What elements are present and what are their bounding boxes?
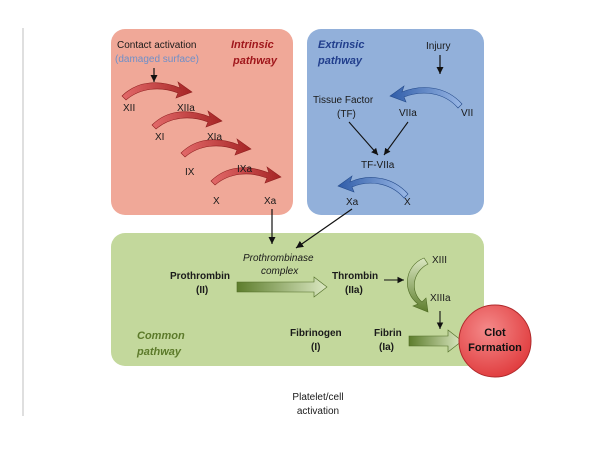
factor-xi: XI — [155, 132, 164, 143]
red-curved-arrow — [151, 110, 223, 130]
injury-label: Injury — [426, 41, 450, 52]
common-title-line2: pathway — [136, 346, 182, 358]
green-curved-arrow — [407, 257, 429, 313]
extrinsic-xa-to-complex-arrow — [295, 208, 353, 249]
tissue-factor-line1: Tissue Factor — [313, 95, 374, 106]
prothrombin-line2: (II) — [196, 285, 208, 296]
platelet-line2: activation — [297, 406, 339, 417]
clot-formation-circle — [458, 304, 532, 378]
extrinsic-panel — [307, 29, 484, 215]
red-curved-arrow — [210, 166, 282, 186]
tf-to-complex-arrow — [348, 121, 379, 156]
blue-curved-arrow — [389, 85, 463, 109]
prothrombin-line1: Prothrombin — [170, 271, 230, 282]
red-curved-arrow — [180, 138, 252, 158]
factor-vii: VII — [461, 108, 473, 119]
factor-xii: XII — [123, 103, 135, 114]
factor-viia: VIIa — [399, 108, 417, 119]
thrombin-line1: Thrombin — [332, 271, 378, 282]
fibrinogen-line1: Fibrinogen — [290, 328, 342, 339]
factor-x-extrinsic: X — [404, 197, 411, 208]
tf-viia-complex: TF-VIIa — [361, 160, 395, 171]
common-panel — [111, 233, 484, 366]
prothrombinase-line1: Prothrombinase — [243, 253, 314, 264]
fibrin-line2: (Ia) — [379, 342, 394, 353]
green-block-arrow-to-clot — [408, 329, 463, 353]
fibrinogen-line2: (I) — [311, 342, 320, 353]
factor-ixa: IXa — [237, 164, 252, 175]
damaged-surface-label: (damaged surface) — [115, 54, 199, 65]
prothrombinase-line2: complex — [261, 266, 299, 277]
factor-xa-extrinsic: Xa — [346, 197, 359, 208]
factor-xa-intrinsic: Xa — [264, 196, 277, 207]
factor-xiii: XIII — [432, 255, 447, 266]
intrinsic-title-line1: Intrinsic — [231, 39, 274, 51]
clot-line2: Formation — [468, 342, 522, 354]
factor-xiia: XIIa — [177, 103, 195, 114]
platelet-line1: Platelet/cell — [292, 392, 343, 403]
clot-line1: Clot — [484, 327, 506, 339]
contact-activation-label: Contact activation — [117, 40, 197, 51]
factor-x-intrinsic: X — [213, 196, 220, 207]
green-block-arrow — [236, 276, 328, 298]
extrinsic-title-line1: Extrinsic — [318, 39, 364, 51]
tissue-factor-line2: (TF) — [337, 109, 356, 120]
thrombin-line2: (IIa) — [345, 285, 363, 296]
fibrin-line1: Fibrin — [374, 328, 402, 339]
common-title-line1: Common — [137, 330, 185, 342]
factor-xia: XIa — [207, 132, 222, 143]
factor-ix: IX — [185, 167, 195, 178]
intrinsic-title-line2: pathway — [232, 55, 278, 67]
viia-to-complex-arrow — [383, 121, 409, 156]
red-curved-arrow — [121, 81, 193, 101]
extrinsic-title-line2: pathway — [317, 55, 363, 67]
blue-curved-arrow — [337, 175, 409, 199]
factor-xiiia: XIIIa — [430, 293, 451, 304]
